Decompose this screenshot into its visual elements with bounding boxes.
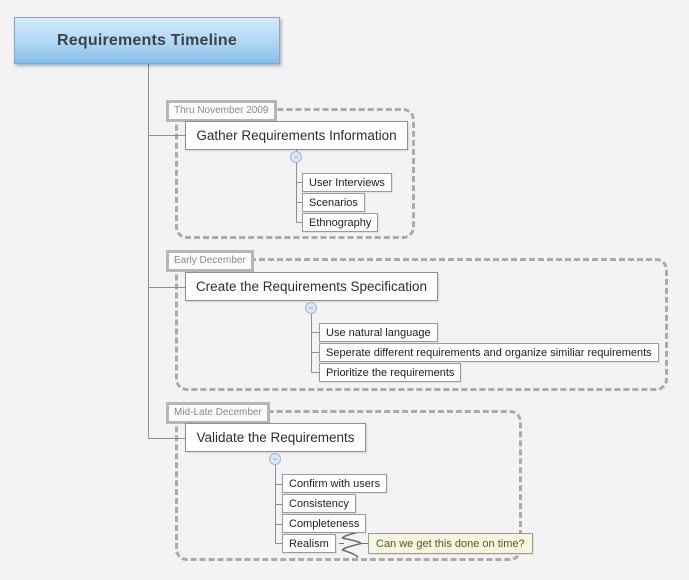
subtopic-label: Completeness [289,517,360,530]
group-label-1[interactable]: Thru November 2009 [166,100,277,122]
collapse-minus-icon[interactable]: − [305,302,317,314]
subtopic-label: Prioritize the requirements [326,366,455,379]
group-boundary-1 [175,108,415,239]
subtopic-label: Seperate different requirements and orga… [326,346,652,359]
subtopic-label: Scenarios [309,196,358,209]
main-topic-2-label: Create the Requirements Specification [195,279,428,294]
main-topic-1[interactable]: Gather Requirements Information [185,121,408,150]
group-boundary-2 [175,258,668,391]
subtopic-ethnography[interactable]: Ethnography [302,213,379,232]
group-label-2[interactable]: Early December [166,250,254,272]
subtopic-label: Confirm with users [289,477,381,490]
central-topic-label: Requirements Timeline [57,31,237,49]
collapse-minus-icon[interactable]: − [269,453,281,465]
callout-squiggle-icon [339,530,368,559]
subtopic-completeness[interactable]: Completeness [282,514,367,533]
main-topic-1-label: Gather Requirements Information [196,128,397,143]
subtopic-label: Ethnography [309,216,372,229]
subtopic-label: User Interviews [309,176,385,189]
main-topic-3[interactable]: Validate the Requirements [185,423,366,452]
subtopic-consistency[interactable]: Consistency [282,494,356,513]
group-boundary-3 [175,410,522,561]
group-label-3[interactable]: Mid-Late December [166,402,270,424]
main-topic-2[interactable]: Create the Requirements Specification [185,272,438,301]
callout-note[interactable]: Can we get this done on time? [368,533,533,554]
subtopic-scenarios[interactable]: Scenarios [302,193,365,212]
subtopic-realism[interactable]: Realism [282,534,336,553]
subtopic-confirm-with-users[interactable]: Confirm with users [282,474,388,493]
subtopic-user-interviews[interactable]: User Interviews [302,173,392,192]
subtopic-prioritize-requirements[interactable]: Prioritize the requirements [319,363,462,382]
subtopic-label: Use natural language [326,326,431,339]
subtopic-label: Consistency [289,497,349,510]
main-topic-3-label: Validate the Requirements [196,430,355,445]
subtopic-use-natural-language[interactable]: Use natural language [319,323,438,342]
callout-note-label: Can we get this done on time? [376,537,525,550]
central-topic-node[interactable]: Requirements Timeline [14,17,280,64]
collapse-minus-icon[interactable]: − [290,151,302,163]
subtopic-label: Realism [289,537,329,550]
subtopic-separate-requirements[interactable]: Seperate different requirements and orga… [319,343,659,362]
